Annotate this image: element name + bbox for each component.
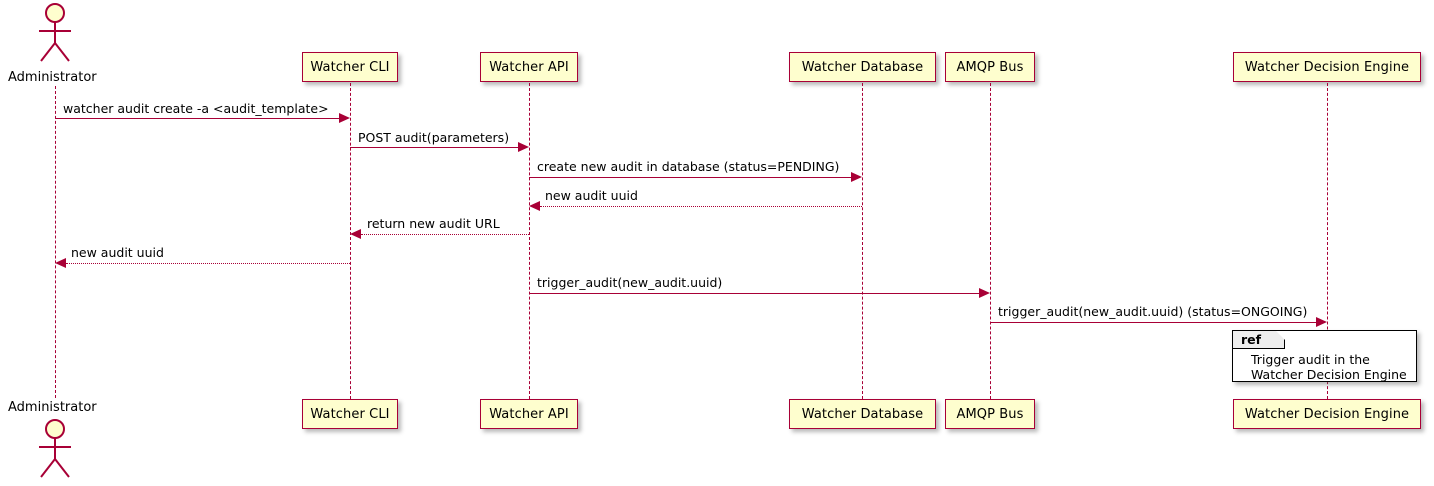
participant-label-watcher-decision-engine-bottom: Watcher Decision Engine — [1244, 406, 1410, 422]
participant-box-watcher-database-top[interactable]: Watcher Database — [789, 52, 936, 82]
participant-label-watcher-database-bottom: Watcher Database — [801, 406, 924, 422]
message-line-8 — [990, 322, 1316, 323]
message-line-3 — [529, 177, 851, 178]
actor-label-administrator-bottom: Administrator — [8, 400, 97, 415]
participant-box-watcher-decision-engine-bottom[interactable]: Watcher Decision Engine — [1233, 399, 1421, 429]
message-label-6: new audit uuid — [71, 245, 164, 260]
participant-label-watcher-api-top: Watcher API — [489, 59, 569, 75]
ref-fragment-tab-label: ref — [1241, 332, 1262, 347]
message-label-4: new audit uuid — [545, 188, 638, 203]
message-line-6 — [66, 263, 350, 264]
message-label-8: trigger_audit(new_audit.uuid) (status=ON… — [998, 304, 1308, 319]
participant-box-watcher-cli-top[interactable]: Watcher CLI — [302, 52, 398, 82]
participant-label-watcher-database-top: Watcher Database — [801, 59, 924, 75]
participant-box-watcher-decision-engine-top[interactable]: Watcher Decision Engine — [1233, 52, 1421, 82]
message-line-5 — [361, 234, 529, 235]
message-arrowhead-8 — [1316, 317, 1327, 327]
ref-fragment-body: Trigger audit in the Watcher Decision En… — [1251, 352, 1407, 382]
participant-box-amqp-bus-top[interactable]: AMQP Bus — [945, 52, 1035, 82]
lifeline-watcher-api — [529, 83, 530, 399]
message-line-4 — [540, 206, 862, 207]
message-label-5: return new audit URL — [367, 216, 500, 231]
actor-administrator-bottom[interactable] — [25, 418, 85, 480]
message-arrowhead-4 — [529, 201, 540, 211]
actor-stick-figure-icon — [39, 419, 71, 478]
message-label-1: watcher audit create -a <audit_template> — [63, 101, 329, 116]
participant-label-watcher-cli-top: Watcher CLI — [310, 59, 390, 75]
lifeline-amqp-bus — [990, 83, 991, 399]
message-line-2 — [350, 147, 518, 148]
message-arrowhead-3 — [851, 172, 862, 182]
participant-label-watcher-api-bottom: Watcher API — [489, 406, 569, 422]
message-line-7 — [529, 293, 979, 294]
actor-administrator-top[interactable] — [25, 2, 85, 64]
participant-box-watcher-database-bottom[interactable]: Watcher Database — [789, 399, 936, 429]
lifeline-watcher-database — [862, 83, 863, 399]
ref-fragment-tab: ref — [1233, 331, 1285, 349]
message-arrowhead-1 — [339, 113, 350, 123]
message-arrowhead-7 — [979, 288, 990, 298]
participant-box-watcher-api-bottom[interactable]: Watcher API — [480, 399, 578, 429]
message-arrowhead-6 — [55, 258, 66, 268]
lifeline-watcher-cli — [350, 83, 351, 399]
actor-label-administrator-top: Administrator — [8, 70, 97, 85]
actor-stick-figure-icon — [39, 3, 71, 62]
participant-label-amqp-bus-bottom: AMQP Bus — [956, 406, 1024, 422]
ref-fragment-trigger-audit[interactable]: ref Trigger audit in the Watcher Decisio… — [1232, 330, 1417, 382]
participant-box-amqp-bus-bottom[interactable]: AMQP Bus — [945, 399, 1035, 429]
message-arrowhead-2 — [518, 142, 529, 152]
lifeline-watcher-decision-engine — [1327, 83, 1328, 399]
participant-label-watcher-cli-bottom: Watcher CLI — [310, 406, 390, 422]
message-label-3: create new audit in database (status=PEN… — [537, 159, 840, 174]
message-line-1 — [55, 118, 339, 119]
message-label-2: POST audit(parameters) — [358, 130, 510, 145]
participant-box-watcher-cli-bottom[interactable]: Watcher CLI — [302, 399, 398, 429]
participant-box-watcher-api-top[interactable]: Watcher API — [480, 52, 578, 82]
participant-label-amqp-bus-top: AMQP Bus — [956, 59, 1024, 75]
participant-label-watcher-decision-engine-top: Watcher Decision Engine — [1244, 59, 1410, 75]
message-arrowhead-5 — [350, 229, 361, 239]
lifeline-administrator — [55, 86, 56, 398]
message-label-7: trigger_audit(new_audit.uuid) — [537, 275, 723, 290]
